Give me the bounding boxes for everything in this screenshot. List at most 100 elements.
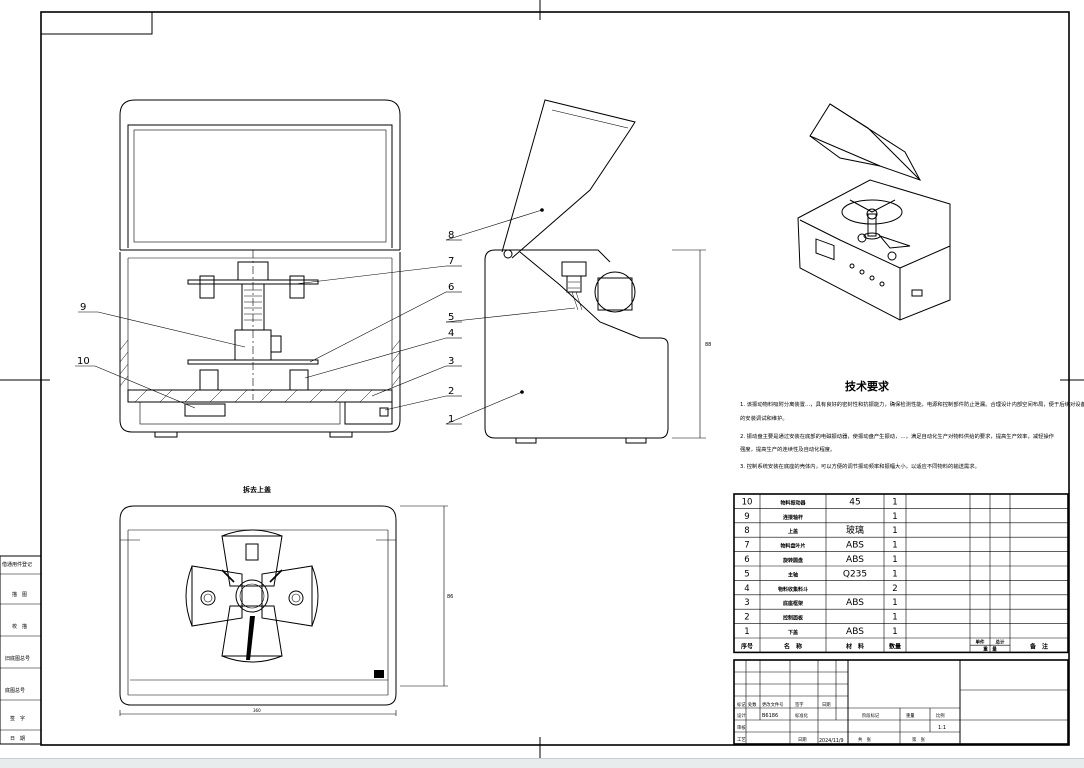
bom-qty: 1: [892, 526, 897, 536]
bom-name: 旋转圆盘: [782, 557, 803, 564]
bom-material: ABS: [846, 598, 864, 608]
side-stamp-block: 借通用件登记 描 图 校 描 旧底图总号 底图总号 签 字 日 期: [0, 555, 42, 745]
bom-no: 10: [742, 497, 753, 507]
process-label: 工艺: [737, 737, 746, 743]
front-view: [119, 99, 401, 438]
bom-qty: 1: [892, 555, 897, 565]
side-label-3: 底图总号: [5, 687, 25, 694]
bom-header-total_w: 总计: [996, 639, 1005, 646]
drawing-border: [40, 11, 1070, 746]
bom-header-remark: 备 注: [1029, 642, 1048, 650]
stage-label: 阶段标记: [862, 712, 880, 719]
scale-value: 1:1: [938, 725, 946, 731]
bom-name: 下盖: [788, 629, 798, 636]
bom-header-name: 名 称: [784, 642, 802, 650]
tech-req-1a: 1. 该振动物料吸附分离装置…，具有良好的密封性和抗振能力，确保检测性能，电源和…: [740, 400, 1084, 408]
callout-10: 10: [77, 356, 90, 367]
bom-material: ABS: [846, 541, 864, 551]
bom-no: 8: [744, 526, 749, 536]
design-label: 设计: [737, 712, 746, 719]
bom-qty: 2: [892, 584, 897, 594]
rev-col-5: 日期: [822, 702, 831, 708]
rev-col-1: 标记: [737, 701, 746, 708]
check-label: 审核: [737, 724, 746, 731]
tech-title: 技术要求: [845, 379, 890, 393]
tech-req-1b: 的安装调试和维护。: [740, 414, 788, 422]
bom-no: 7: [744, 541, 749, 551]
callout-3: 3: [448, 356, 454, 367]
bom-name: 主轴: [788, 571, 798, 578]
bom-header-qty: 数量: [889, 642, 901, 650]
side-label-extra-1: 描 图: [12, 591, 27, 598]
designer-id: B6186: [762, 713, 778, 719]
date-value: 2024/11/9: [819, 738, 844, 744]
top-view-label: 拆去上盖: [243, 485, 271, 494]
rev-col-2: 处数: [748, 701, 757, 708]
callout-1: 1: [448, 414, 454, 425]
bom-no: 6: [744, 555, 749, 565]
scale-label: 比例: [936, 712, 945, 719]
side-label-4: 签 字: [10, 715, 25, 722]
technical-requirements: 技术要求 1. 该振动物料吸附分离装置…，具有良好的密封性和抗振能力，确保检测性…: [740, 379, 1084, 470]
rev-col-4: 签字: [795, 701, 804, 708]
bom-name: 连接轴杆: [783, 514, 803, 521]
callout-5: 5: [448, 312, 454, 323]
bom-no: 3: [744, 598, 749, 608]
bom-name: 控制面板: [783, 615, 804, 622]
bom-header-no: 序号: [740, 642, 753, 650]
dim-width-top: 360: [253, 708, 261, 713]
dim-height-top: 86: [447, 594, 453, 600]
side-label-2: 旧底图总号: [5, 655, 30, 662]
bom-no: 5: [744, 569, 749, 579]
bom-material: 45: [849, 497, 860, 507]
title-block: 标记 处数 更改文件号 签字 日期 设计 B6186 标准化 审核 工艺 日期 …: [733, 659, 1069, 745]
callout-9: 9: [80, 302, 86, 313]
bom-qty: 1: [892, 598, 897, 608]
side-view: 88: [484, 99, 711, 444]
sheet-label: 第 张: [912, 736, 926, 743]
bom-name: 物料振动器: [780, 499, 806, 506]
bom-qty: 1: [892, 627, 897, 637]
callout-8: 8: [448, 230, 454, 241]
bom-no: 2: [744, 613, 749, 623]
weight-label: 重量: [906, 712, 915, 719]
bom-name: 物料盘叶片: [780, 543, 805, 550]
callout-4: 4: [448, 328, 454, 339]
bom-header-mat: 材 料: [845, 642, 864, 650]
isometric-view: [797, 103, 951, 321]
bom-qty: 1: [892, 512, 897, 522]
bom-qty: 1: [892, 497, 897, 507]
bom-material: ABS: [846, 627, 864, 637]
bom-name: 上盖: [788, 528, 798, 535]
callout-7: 7: [448, 256, 454, 267]
std-label: 标准化: [795, 712, 809, 719]
top-view: 拆去上盖: [119, 485, 453, 716]
bom-qty: 1: [892, 613, 897, 623]
rev-col-3: 更改文件号: [762, 701, 783, 708]
bom-no: 1: [744, 627, 749, 637]
bom-name: 物料收集料斗: [778, 586, 808, 593]
bom-no: 4: [744, 584, 749, 594]
bom-no: 9: [744, 512, 749, 522]
callout-2: 2: [448, 386, 454, 397]
bom-material: 玻璃: [846, 524, 864, 536]
bom-material: Q235: [843, 569, 867, 579]
bom-qty: 1: [892, 541, 897, 551]
side-label-extra-2: 校 描: [12, 623, 27, 630]
bom-material: ABS: [846, 555, 864, 565]
sheets-label: 共 张: [858, 736, 872, 743]
bom-name: 底座框架: [782, 600, 803, 607]
side-label-5: 日 期: [10, 736, 25, 742]
callout-6: 6: [448, 282, 454, 293]
dim-height-side: 88: [705, 342, 711, 348]
code-box: [40, 11, 153, 35]
tech-req-2a: 2. 振动盘主要是通过安装在底部的电磁振动器，使振动盘产生振动，…，满足自动化生…: [740, 432, 1055, 440]
bom-qty: 1: [892, 569, 897, 579]
side-label-1: 借通用件登记: [2, 561, 32, 568]
tech-req-3: 3. 控制系统安装在底座的壳体内，可以方便的调节振动频率和振幅大小，以适应不同物…: [740, 462, 980, 470]
date-label: 日期: [798, 737, 807, 743]
bom-header-unit_w: 单件: [976, 639, 985, 646]
bom-header-weight: 重 量: [983, 646, 997, 653]
